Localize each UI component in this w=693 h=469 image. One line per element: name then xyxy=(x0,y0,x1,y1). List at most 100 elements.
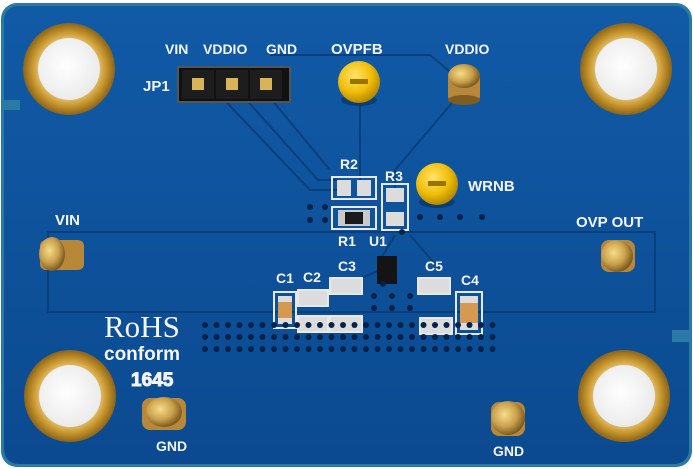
r1-resistor xyxy=(331,206,377,230)
via xyxy=(340,334,346,340)
via xyxy=(259,322,266,328)
via xyxy=(374,346,381,352)
via xyxy=(443,334,450,340)
via xyxy=(489,334,496,340)
ovpfb-test-point xyxy=(338,61,380,106)
c3-label: C3 xyxy=(338,258,356,274)
mounting-hole-bottom-right xyxy=(578,350,670,442)
c2-capacitor xyxy=(297,289,329,333)
via xyxy=(351,322,358,328)
r3-label: R3 xyxy=(385,168,403,184)
date-code: 1645 xyxy=(131,370,174,391)
via xyxy=(397,322,404,328)
via xyxy=(363,346,369,352)
via xyxy=(374,334,381,340)
via xyxy=(271,346,277,352)
via xyxy=(455,334,461,340)
via xyxy=(294,334,300,340)
mounting-hole-top-left xyxy=(23,23,115,115)
gnd-right-post xyxy=(491,401,525,436)
via xyxy=(248,322,254,328)
via xyxy=(478,334,484,340)
via xyxy=(389,293,395,299)
via-pair-top xyxy=(307,204,485,235)
via xyxy=(202,334,208,340)
via xyxy=(397,346,404,352)
edge-notch-left xyxy=(4,100,20,110)
u1-ic xyxy=(377,256,397,284)
c2-label: C2 xyxy=(303,269,321,285)
via xyxy=(478,322,484,328)
via xyxy=(489,346,496,352)
c5-label: C5 xyxy=(425,258,443,274)
jp1-vddio-label: VDDIO xyxy=(203,41,247,57)
via xyxy=(409,346,415,352)
via xyxy=(432,346,438,352)
ovp-out-post xyxy=(601,240,635,272)
via xyxy=(466,346,473,352)
via xyxy=(340,346,346,352)
r2-resistor xyxy=(331,176,377,200)
r2-label: R2 xyxy=(340,156,358,172)
via xyxy=(225,322,231,328)
gnd-left-post xyxy=(142,397,186,430)
via xyxy=(317,334,323,340)
via xyxy=(432,322,438,328)
via xyxy=(225,334,231,340)
via xyxy=(305,322,312,328)
via xyxy=(432,334,438,340)
via xyxy=(489,322,496,328)
jp1-gnd-label: GND xyxy=(266,41,297,57)
via xyxy=(259,346,266,352)
via xyxy=(420,322,427,328)
board-surface xyxy=(4,6,689,464)
jp1-vin-label: VIN xyxy=(165,41,188,57)
via xyxy=(466,334,473,340)
via xyxy=(248,334,254,340)
via xyxy=(409,334,415,340)
via xyxy=(386,346,392,352)
via xyxy=(386,334,392,340)
via xyxy=(420,334,427,340)
via xyxy=(225,346,231,352)
via xyxy=(389,305,395,311)
via xyxy=(351,346,358,352)
u1-label: U1 xyxy=(369,233,387,249)
via xyxy=(282,322,289,328)
via-field xyxy=(202,281,496,352)
via xyxy=(363,322,369,328)
wrnb-label: WRNB xyxy=(468,178,515,195)
via xyxy=(202,322,208,328)
via xyxy=(407,293,413,299)
via xyxy=(294,322,300,328)
via xyxy=(328,322,335,328)
via xyxy=(380,281,386,287)
ovp-out-label: OVP OUT xyxy=(576,214,643,231)
vin-label: VIN xyxy=(55,212,80,229)
gnd-left-label: GND xyxy=(156,438,187,454)
via xyxy=(386,322,392,328)
via xyxy=(213,346,220,352)
via xyxy=(213,334,220,340)
via xyxy=(371,293,377,299)
jp1-label: JP1 xyxy=(143,78,170,95)
c1-label: C1 xyxy=(276,270,294,286)
ovpfb-label: OVPFB xyxy=(331,41,383,58)
via xyxy=(271,322,277,328)
via xyxy=(271,334,277,340)
via xyxy=(213,322,220,328)
jp1-header xyxy=(177,66,291,103)
rohs-conform-mark: conform xyxy=(104,344,180,365)
via xyxy=(420,346,427,352)
c3-capacitor xyxy=(329,277,363,333)
r3-resistor xyxy=(381,183,409,231)
via xyxy=(305,346,312,352)
via xyxy=(374,322,381,328)
via xyxy=(443,322,450,328)
via xyxy=(363,334,369,340)
via xyxy=(202,346,208,352)
via xyxy=(236,322,243,328)
via xyxy=(397,334,404,340)
via xyxy=(259,334,266,340)
